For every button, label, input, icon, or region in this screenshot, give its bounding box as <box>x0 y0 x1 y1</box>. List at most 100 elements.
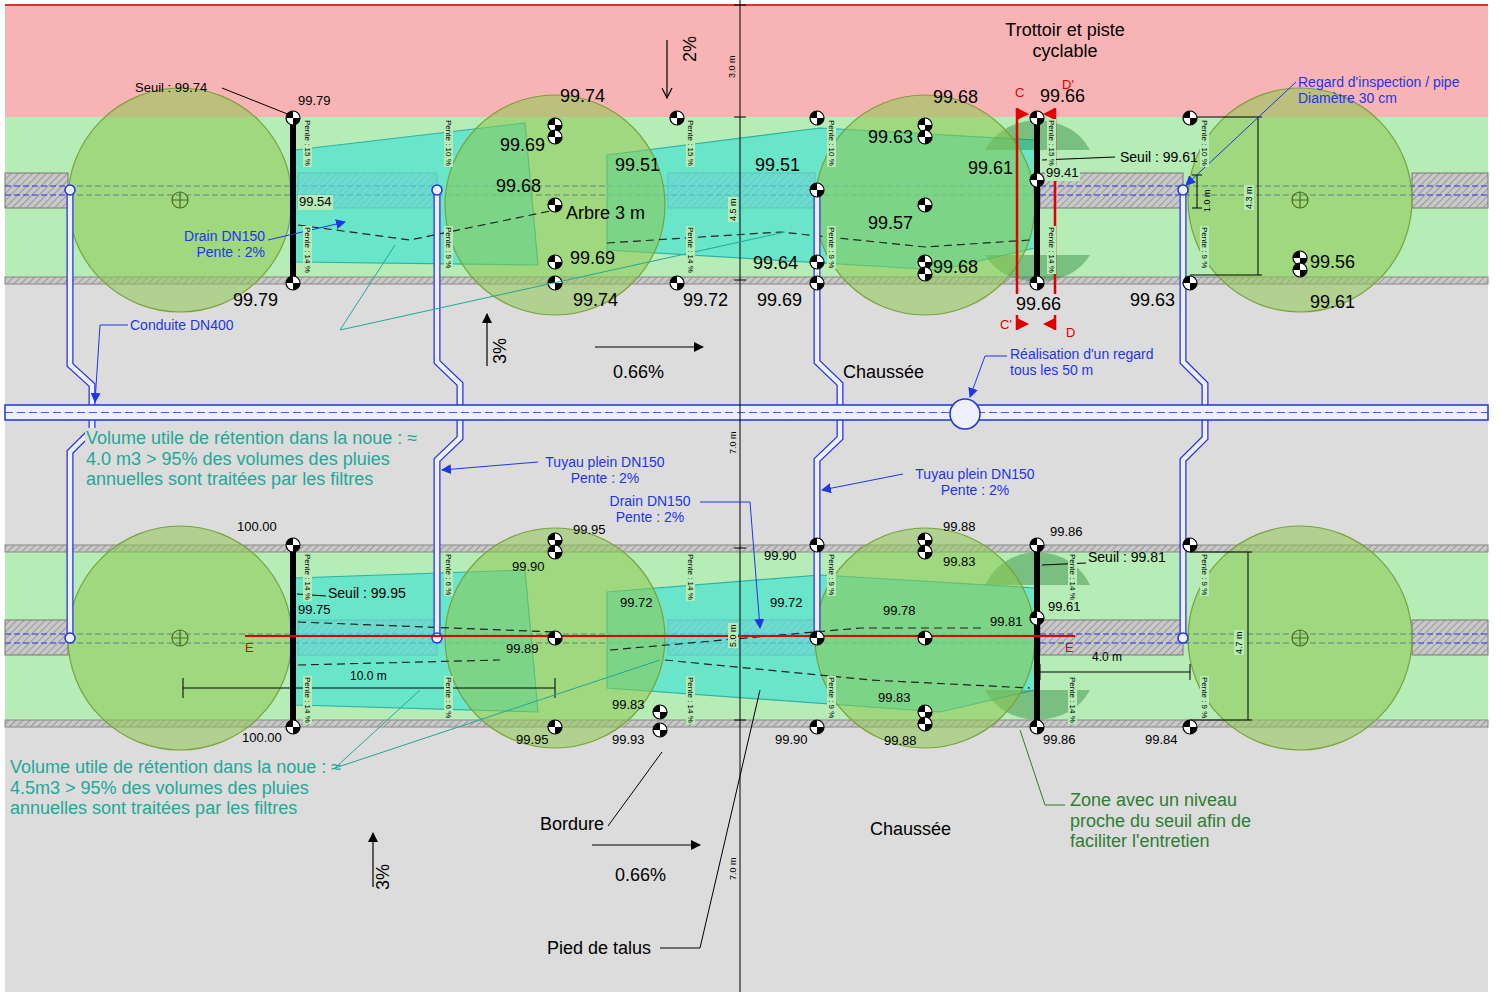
slope-label: Pente : 9 % <box>827 553 836 596</box>
level-marker <box>286 111 1307 737</box>
tree-canopy <box>1188 88 1412 312</box>
level-marker <box>1030 111 1044 125</box>
level-marker <box>810 255 824 269</box>
tree-center <box>172 630 188 646</box>
annotation-label: D <box>1066 326 1075 341</box>
slope-label: Pente : 9 % <box>827 676 836 719</box>
annotation-label: Zone avec un niveau proche du seuil afin… <box>1070 790 1285 852</box>
level-marker <box>286 720 300 734</box>
axis-line <box>740 0 741 992</box>
leader-line-teal <box>335 660 660 768</box>
elevation-label: 99.89 <box>506 642 539 657</box>
level-marker <box>1183 111 1197 125</box>
leader-line-blue <box>95 325 128 402</box>
slope-label: Pente : 6 % <box>444 676 453 719</box>
dimension-label: 2% <box>680 36 701 62</box>
leader-line-teal <box>340 245 395 330</box>
level-marker <box>810 183 824 197</box>
maintenance-zone <box>1037 255 1090 282</box>
pipe-end <box>65 633 75 643</box>
level-marker <box>1030 173 1044 187</box>
elevation-label: 99.61 <box>1048 600 1081 615</box>
annotation-label: Réalisation d'un regard tous les 50 m <box>1010 346 1180 378</box>
elevation-label: 99.56 <box>1310 252 1355 273</box>
tree-center <box>1292 630 1308 646</box>
band-label: Arbre 3 m <box>566 203 645 224</box>
elevation-label: 99.83 <box>943 555 976 570</box>
main-conduit <box>5 412 1488 413</box>
elevation-label: 99.68 <box>933 87 978 108</box>
level-marker <box>918 631 932 645</box>
leader-line-black <box>222 88 1115 948</box>
annotation-label: Regard d'inspection / pipe Diamètre 30 c… <box>1298 74 1493 106</box>
slope-label: Pente : 14 % <box>686 676 695 724</box>
pipe-end <box>432 633 442 643</box>
elevation-label: 99.88 <box>884 734 917 749</box>
section-line <box>245 108 1075 636</box>
band-label: Trottoir et piste cyclable <box>980 20 1150 61</box>
dimension-line <box>1190 117 1262 275</box>
dimension-line <box>183 117 1262 720</box>
pipe <box>1183 420 1205 638</box>
level-marker <box>286 276 300 290</box>
elevation-label: 99.63 <box>868 127 913 148</box>
elevation-label: 99.90 <box>775 733 808 748</box>
elevation-label: 99.69 <box>757 290 802 311</box>
annotation-label: C <box>1015 86 1024 101</box>
slope-label: Pente : 10 % <box>444 119 453 167</box>
dimension-label: 7.0 m <box>728 857 738 880</box>
annotation-label: Tuyau plein DN150 Pente : 2% <box>905 466 1045 498</box>
elevation-label: 99.95 <box>516 733 549 748</box>
tree-canopy <box>1188 526 1412 750</box>
pipe-end <box>1178 185 1188 195</box>
elevation-label: 99.86 <box>1043 733 1076 748</box>
annotation-label: Volume utile de rétention dans la noue :… <box>10 757 355 819</box>
elevation-label: 99.68 <box>933 257 978 278</box>
level-marker <box>548 545 562 559</box>
annotation-label: Seuil : 99.61 <box>1120 149 1198 165</box>
elevation-label: 99.57 <box>868 213 913 234</box>
slope-label: Pente : 14 % <box>303 553 312 601</box>
annotation-label: Drain DN150 Pente : 2% <box>600 493 700 525</box>
leader-line-blue <box>700 502 760 628</box>
main-conduit <box>5 405 1488 420</box>
elevation-label: 99.79 <box>298 94 331 109</box>
slope-label: Pente : 14 % <box>303 676 312 724</box>
drain-band <box>1040 620 1183 655</box>
flow-dash <box>298 660 500 665</box>
dimension-label: 4.3 m <box>1244 185 1254 210</box>
level-marker <box>810 276 824 290</box>
elevation-label: 99.51 <box>615 155 660 176</box>
level-marker <box>548 198 562 212</box>
level-marker <box>548 720 562 734</box>
elevation-label: 99.72 <box>770 596 803 611</box>
slope-label: Pente : 14 % <box>686 553 695 601</box>
elevation-label: 99.83 <box>878 691 911 706</box>
pipe-end <box>432 185 442 195</box>
leader-line-blue <box>1186 82 1296 185</box>
slope-label: Pente : 14 % <box>1068 676 1077 724</box>
dimension-label: 5.0 m <box>728 623 738 648</box>
slope-arrow <box>595 346 703 347</box>
annotation-label: 0.66% <box>615 865 666 886</box>
level-marker <box>1183 538 1197 552</box>
drain-band <box>5 173 68 208</box>
level-marker <box>810 538 824 552</box>
annotation-label: Drain DN150 Pente : 2% <box>160 228 265 260</box>
elevation-label: 99.81 <box>990 615 1023 630</box>
drain-band <box>5 620 68 655</box>
main-conduit <box>950 399 980 429</box>
leader-line-blue <box>442 462 538 470</box>
elevation-label: 99.68 <box>496 176 541 197</box>
tree-center <box>1292 630 1308 646</box>
elevation-label: 99.95 <box>573 523 606 538</box>
level-marker <box>1183 720 1197 734</box>
flow-dash <box>665 660 1030 688</box>
tree-center <box>172 192 188 208</box>
leader-line-blue <box>822 474 903 490</box>
slope-label: Pente : 15 % <box>686 119 695 167</box>
annotation-label: E <box>1065 641 1074 656</box>
level-marker <box>1293 263 1307 277</box>
